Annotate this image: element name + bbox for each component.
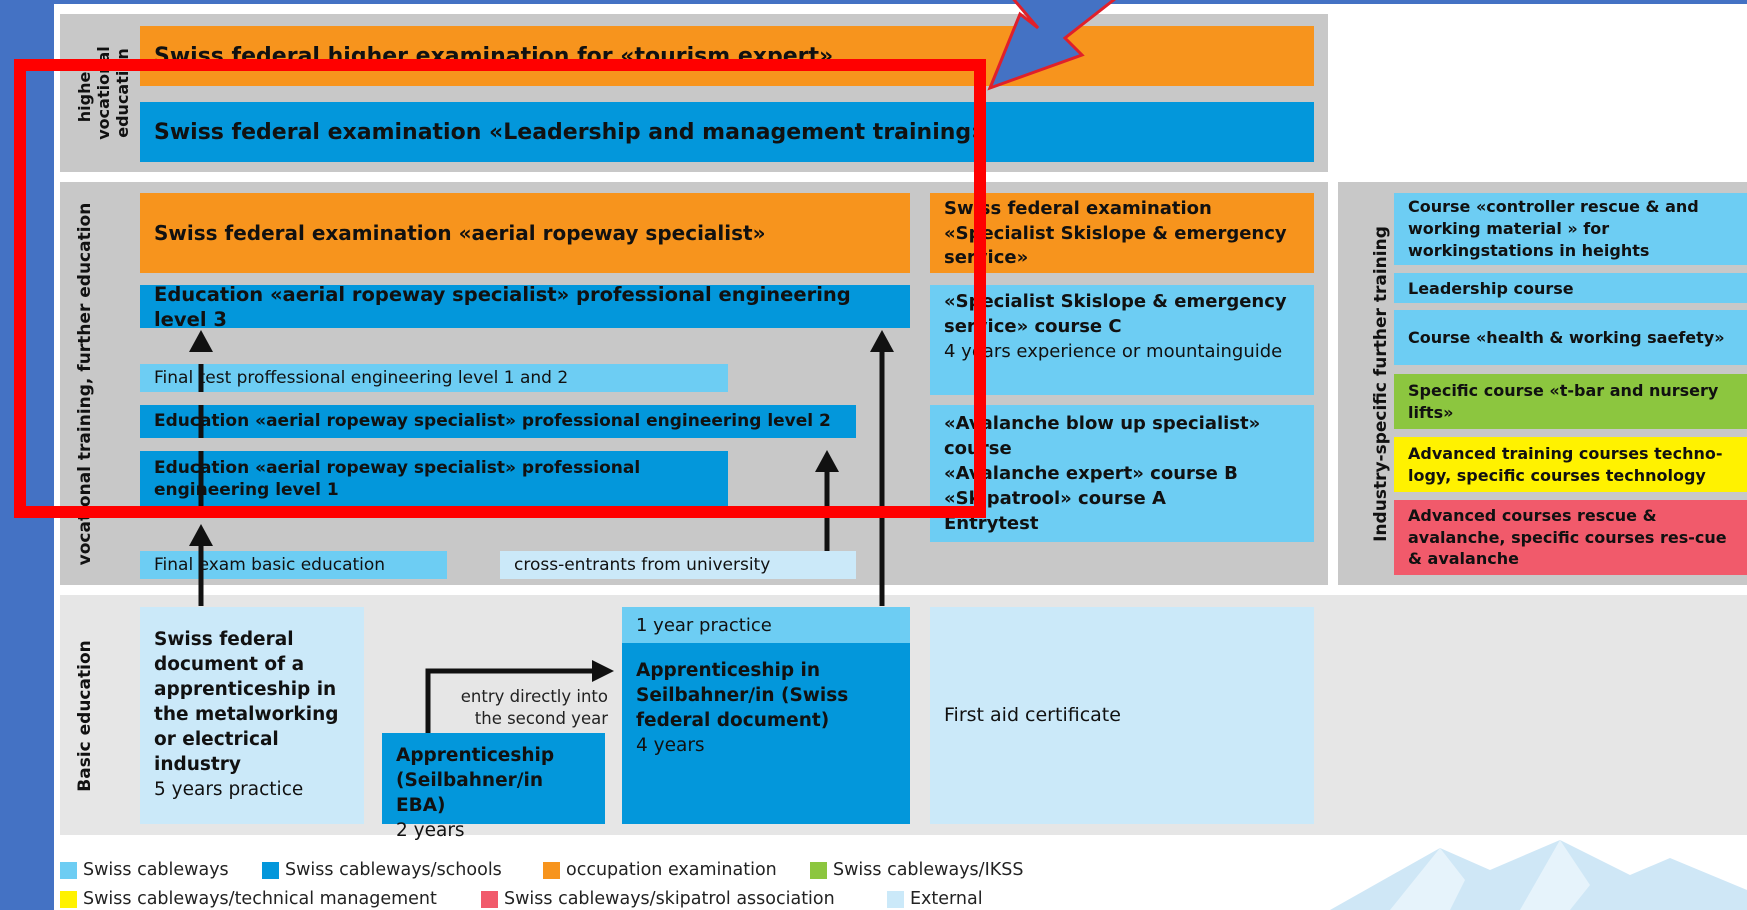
box-apprenticeship-eba: Apprenticeship (Seilbahner/in EBA) 2 yea…	[382, 733, 605, 841]
legend-label: Swiss cableways/skipatrol association	[504, 889, 835, 909]
legend-swatch	[262, 861, 279, 879]
box-metalworking-apprenticeship: Swiss federal document of a apprenticesh…	[140, 607, 364, 824]
legend-swatch	[543, 861, 560, 879]
box-final-test: Final test proffessional engineering lev…	[140, 364, 728, 392]
box-skislope-course: «Specialist Skislope & emergency service…	[930, 285, 1314, 395]
legend-label: Swiss cableways/IKSS	[833, 860, 1024, 880]
arrowhead	[815, 450, 839, 472]
legend-item: Swiss cableways	[60, 860, 229, 880]
box-one-year-practice: 1 year practice	[622, 607, 910, 643]
legend-item: Swiss cableways/skipatrol association	[481, 889, 835, 909]
skislope-course-title: «Specialist Skislope & emergency service…	[944, 291, 1287, 337]
arrowhead	[189, 330, 213, 352]
avalanche-line: Entrytest	[944, 513, 1039, 534]
legend-item: occupation examination	[543, 860, 777, 880]
top-blue-strip	[54, 0, 1747, 4]
box-exam-aerial-ropeway-specialist: Swiss federal examination «aerial ropewa…	[140, 193, 910, 273]
efz-title: Apprenticeship in Seilbahner/in (Swiss f…	[636, 660, 849, 731]
avalanche-line: «Skipatrool» course A	[944, 488, 1166, 509]
legend-swatch	[60, 890, 77, 908]
box-cross-entrants: cross-entrants from university	[500, 551, 856, 579]
efz-duration: 4 years	[636, 735, 705, 756]
box-education-level3: Education «aerial ropeway specialist» pr…	[140, 283, 910, 331]
arrowhead	[189, 524, 213, 546]
legend-label: Swiss cableways/technical management	[83, 889, 437, 909]
pointer-arrow	[987, 0, 1117, 91]
eba-duration: 2 years	[396, 820, 465, 841]
industry-course-tbar: Specific course «t-bar and nursery lifts…	[1394, 374, 1747, 429]
legend-item: Swiss cableways/schools	[262, 860, 502, 880]
legend-label: Swiss cableways/schools	[285, 860, 502, 880]
box-education-level1: Education «aerial ropeway specialist» pr…	[140, 451, 728, 506]
mountain-graphic	[1330, 840, 1747, 910]
legend-swatch	[60, 861, 77, 879]
arrowhead	[592, 660, 614, 682]
legend-item: External	[887, 889, 983, 909]
industry-course-health-safety: Course «health & working saefety»	[1394, 310, 1747, 365]
box-leadership-management: Swiss federal examination «Leadership an…	[140, 102, 1314, 162]
metalworking-title: Swiss federal document of a apprenticesh…	[154, 629, 339, 775]
eba-title: Apprenticeship (Seilbahner/in EBA)	[396, 745, 555, 816]
legend-label: Swiss cableways	[83, 860, 229, 880]
legend-label: occupation examination	[566, 860, 777, 880]
left-blue-stripe	[0, 0, 54, 910]
industry-course-technology: Advanced training courses techno-logy, s…	[1394, 437, 1747, 492]
box-first-aid: First aid certificate	[930, 607, 1314, 824]
box-skislope-exam: Swiss federal examination «Specialist Sk…	[930, 193, 1314, 273]
legend-swatch	[887, 890, 904, 908]
box-apprenticeship-efz: Apprenticeship in Seilbahner/in (Swiss f…	[622, 643, 910, 824]
industry-course-rescue-avalanche: Advanced courses rescue & avalanche, spe…	[1394, 500, 1747, 575]
skislope-course-note: 4 years experience or mountainguide	[944, 341, 1283, 362]
metalworking-note: 5 years practice	[154, 779, 304, 800]
avalanche-line: «Avalanche blow up specialist» course	[944, 413, 1261, 459]
legend-label: External	[910, 889, 983, 909]
legend-item: Swiss cableways/IKSS	[810, 860, 1023, 880]
arrowhead	[870, 330, 894, 352]
entry-second-year-text: entry directly into the second year	[460, 687, 608, 728]
box-education-level2: Education «aerial ropeway specialist» pr…	[140, 405, 856, 438]
legend-swatch	[810, 861, 827, 879]
legend-item: Swiss cableways/technical management	[60, 889, 437, 909]
industry-course-leadership: Leadership course	[1394, 273, 1747, 303]
avalanche-line: «Avalanche expert» course B	[944, 463, 1238, 484]
highlight-rectangle	[14, 59, 986, 518]
industry-course-rescue-material: Course «controller rescue & and working …	[1394, 193, 1747, 265]
box-avalanche-courses: «Avalanche blow up specialist» course «A…	[930, 405, 1314, 542]
legend-swatch	[481, 890, 498, 908]
box-final-exam-basic: Final exam basic education	[140, 551, 447, 579]
